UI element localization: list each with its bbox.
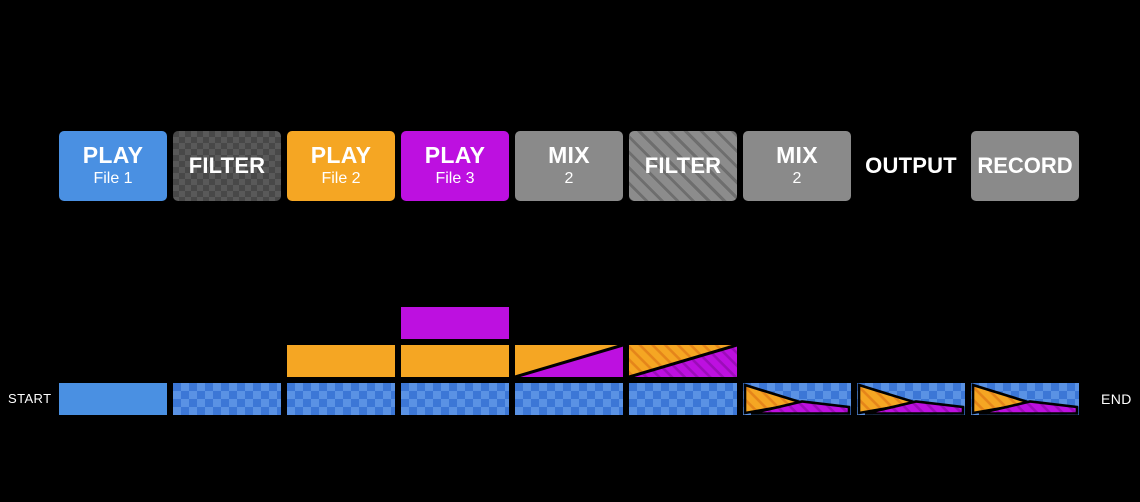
segment-file1-checker bbox=[287, 383, 395, 415]
segment-final-mix bbox=[743, 383, 851, 415]
block-sublabel: File 3 bbox=[435, 170, 475, 188]
block-play-file2: PLAY File 2 bbox=[287, 131, 395, 201]
block-play-file1: PLAY File 1 bbox=[59, 131, 167, 201]
segment-file2-solid bbox=[401, 345, 509, 377]
segment-mix-orange-magenta bbox=[515, 345, 623, 377]
timeline-end-label: END bbox=[1101, 391, 1132, 407]
segment-mix-orange-magenta-filtered bbox=[629, 345, 737, 377]
block-mix-1: MIX 2 bbox=[515, 131, 623, 201]
block-sublabel: File 1 bbox=[93, 170, 133, 188]
block-label: OUTPUT bbox=[865, 153, 957, 178]
block-label: RECORD bbox=[977, 153, 1073, 178]
block-mix-2: MIX 2 bbox=[743, 131, 851, 201]
segment-final-mix bbox=[857, 383, 965, 415]
block-sublabel: File 2 bbox=[321, 170, 361, 188]
segment-final-mix bbox=[971, 383, 1079, 415]
block-label: PLAY bbox=[82, 141, 144, 168]
block-label: PLAY bbox=[424, 141, 486, 168]
block-sublabel: 2 bbox=[564, 170, 574, 188]
block-label: PLAY bbox=[310, 141, 372, 168]
block-label: FILTER bbox=[644, 153, 722, 178]
block-label: MIX bbox=[776, 141, 818, 168]
segment-file1-solid bbox=[59, 383, 167, 415]
segment-file3-solid bbox=[401, 307, 509, 339]
block-record: RECORD bbox=[971, 131, 1079, 201]
segment-file1-checker bbox=[173, 383, 281, 415]
segment-file2-solid bbox=[287, 345, 395, 377]
segment-file1-checker bbox=[629, 383, 737, 415]
timeline-start-label: START bbox=[8, 391, 52, 406]
block-play-file3: PLAY File 3 bbox=[401, 131, 509, 201]
block-label: FILTER bbox=[188, 153, 266, 178]
block-filter-2: FILTER bbox=[629, 131, 737, 201]
block-filter-1: FILTER bbox=[173, 131, 281, 201]
segment-file1-checker bbox=[515, 383, 623, 415]
block-sublabel: 2 bbox=[792, 170, 802, 188]
block-output: OUTPUT bbox=[857, 131, 965, 201]
segment-file1-checker bbox=[401, 383, 509, 415]
block-label: MIX bbox=[548, 141, 590, 168]
